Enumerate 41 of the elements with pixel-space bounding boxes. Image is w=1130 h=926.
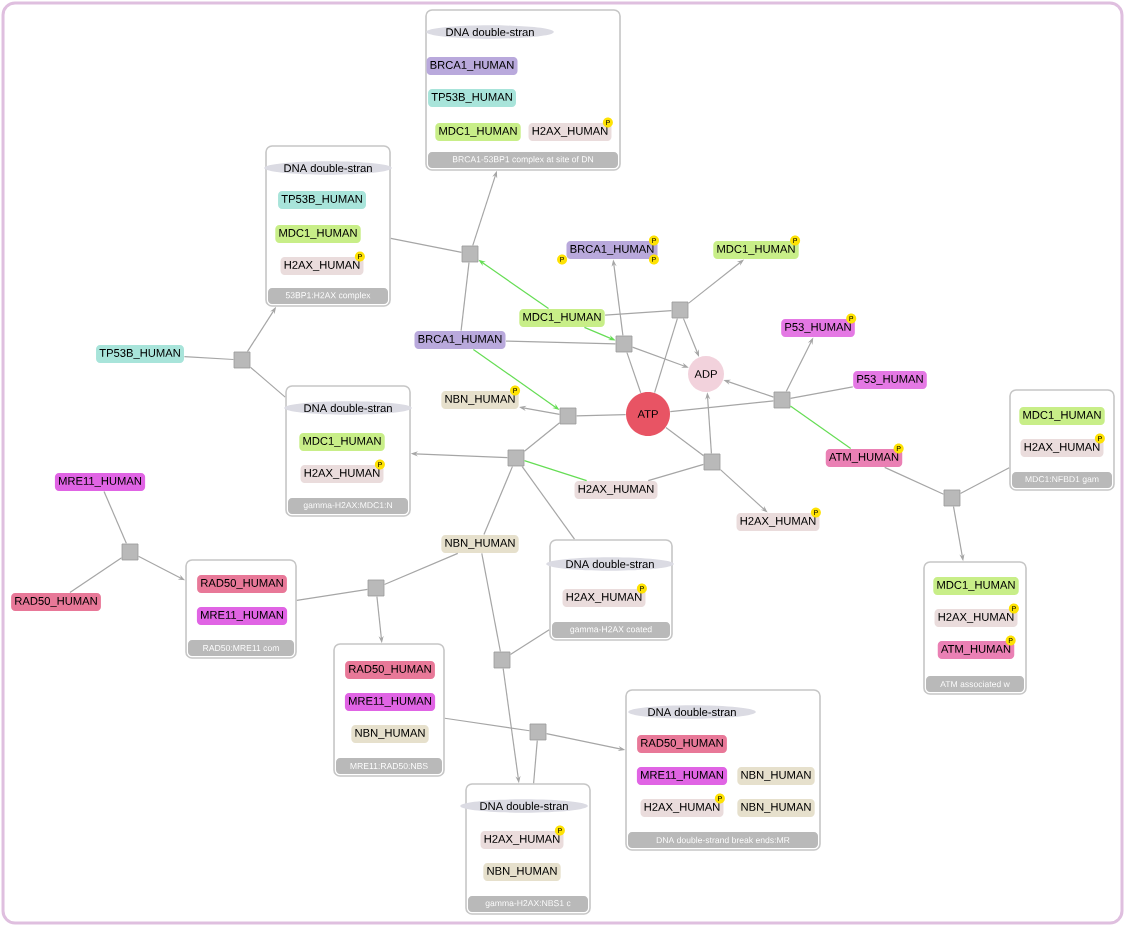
connector-line: [481, 552, 502, 653]
connector-line: [789, 405, 852, 450]
connector-line: [521, 465, 576, 540]
connector-line: [523, 422, 561, 452]
reaction-square: [703, 453, 721, 471]
connector-line: [249, 366, 286, 398]
connector-line: [665, 426, 705, 457]
reaction-square: [773, 391, 791, 409]
connector-line: [460, 261, 470, 332]
connector-line: [444, 717, 531, 732]
connector-line: [69, 557, 123, 594]
connector-line: [103, 490, 127, 545]
connector-line: [509, 629, 550, 656]
connector-line: [483, 465, 514, 536]
connector-line: [626, 351, 642, 394]
reaction-square: [121, 543, 139, 561]
connector-line: [669, 400, 775, 413]
reaction-square: [559, 407, 577, 425]
connector-line: [647, 463, 705, 482]
connector-line: [604, 309, 673, 316]
connector-line: [505, 340, 617, 345]
reaction-square: [671, 301, 689, 319]
connector-line: [533, 739, 538, 784]
reaction-square: [461, 245, 479, 263]
connector-line: [523, 460, 588, 482]
connector-line: [959, 467, 1010, 495]
connector-line: [383, 552, 459, 586]
connector-line: [183, 356, 235, 361]
connector-line: [390, 237, 463, 253]
connector-line: [789, 386, 854, 400]
connector-line: [296, 588, 369, 601]
connector-line: [884, 466, 945, 495]
connector-line: [654, 317, 678, 394]
reaction-square: [529, 723, 547, 741]
reaction-square: [233, 351, 251, 369]
connector-line: [575, 413, 627, 417]
reaction-square: [943, 489, 961, 507]
reaction-square: [493, 651, 511, 669]
reaction-square: [507, 449, 525, 467]
reaction-square: [367, 579, 385, 597]
reaction-square: [615, 335, 633, 353]
